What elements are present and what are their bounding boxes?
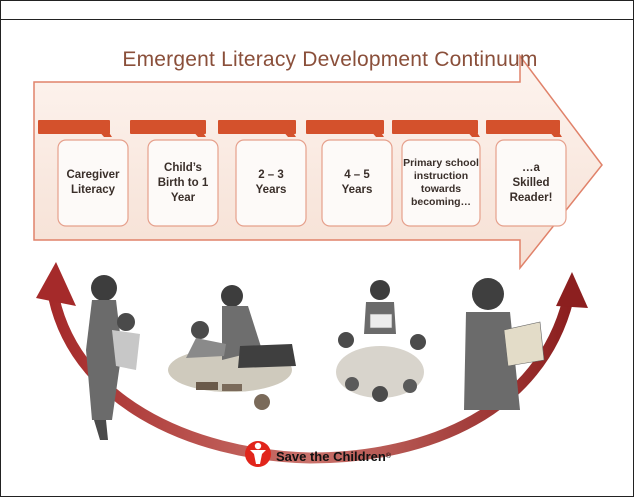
mother-with-baby-illustration <box>86 275 140 440</box>
diagram-title: Emergent Literacy Development Continuum <box>122 48 538 71</box>
stage-label-4-5-years: 4 – 5 Years <box>341 169 373 196</box>
stage-label-skilled-reader: …a Skilled Reader! <box>509 161 553 204</box>
stage-boxes <box>57 139 567 227</box>
logo-text: Save the Children <box>276 448 386 464</box>
save-the-children-logo-mark <box>245 441 271 467</box>
stage-label-primary-school: Primary school instruction towards becom… <box>403 157 479 208</box>
stage-label-caregiver: Caregiver Literacy <box>66 169 120 196</box>
stage-label-2-3-years: 2 – 3 Years <box>255 169 287 196</box>
parent-child-reading-illustration <box>168 285 296 410</box>
save-the-children-logo: Save the Children® <box>272 438 391 474</box>
children-reading-circle-illustration <box>336 280 426 402</box>
logo-registered-mark: ® <box>385 452 391 460</box>
stage-label-birth-to-one: Child’s Birth to 1 Year <box>157 161 209 204</box>
adult-reader-illustration <box>464 278 545 410</box>
